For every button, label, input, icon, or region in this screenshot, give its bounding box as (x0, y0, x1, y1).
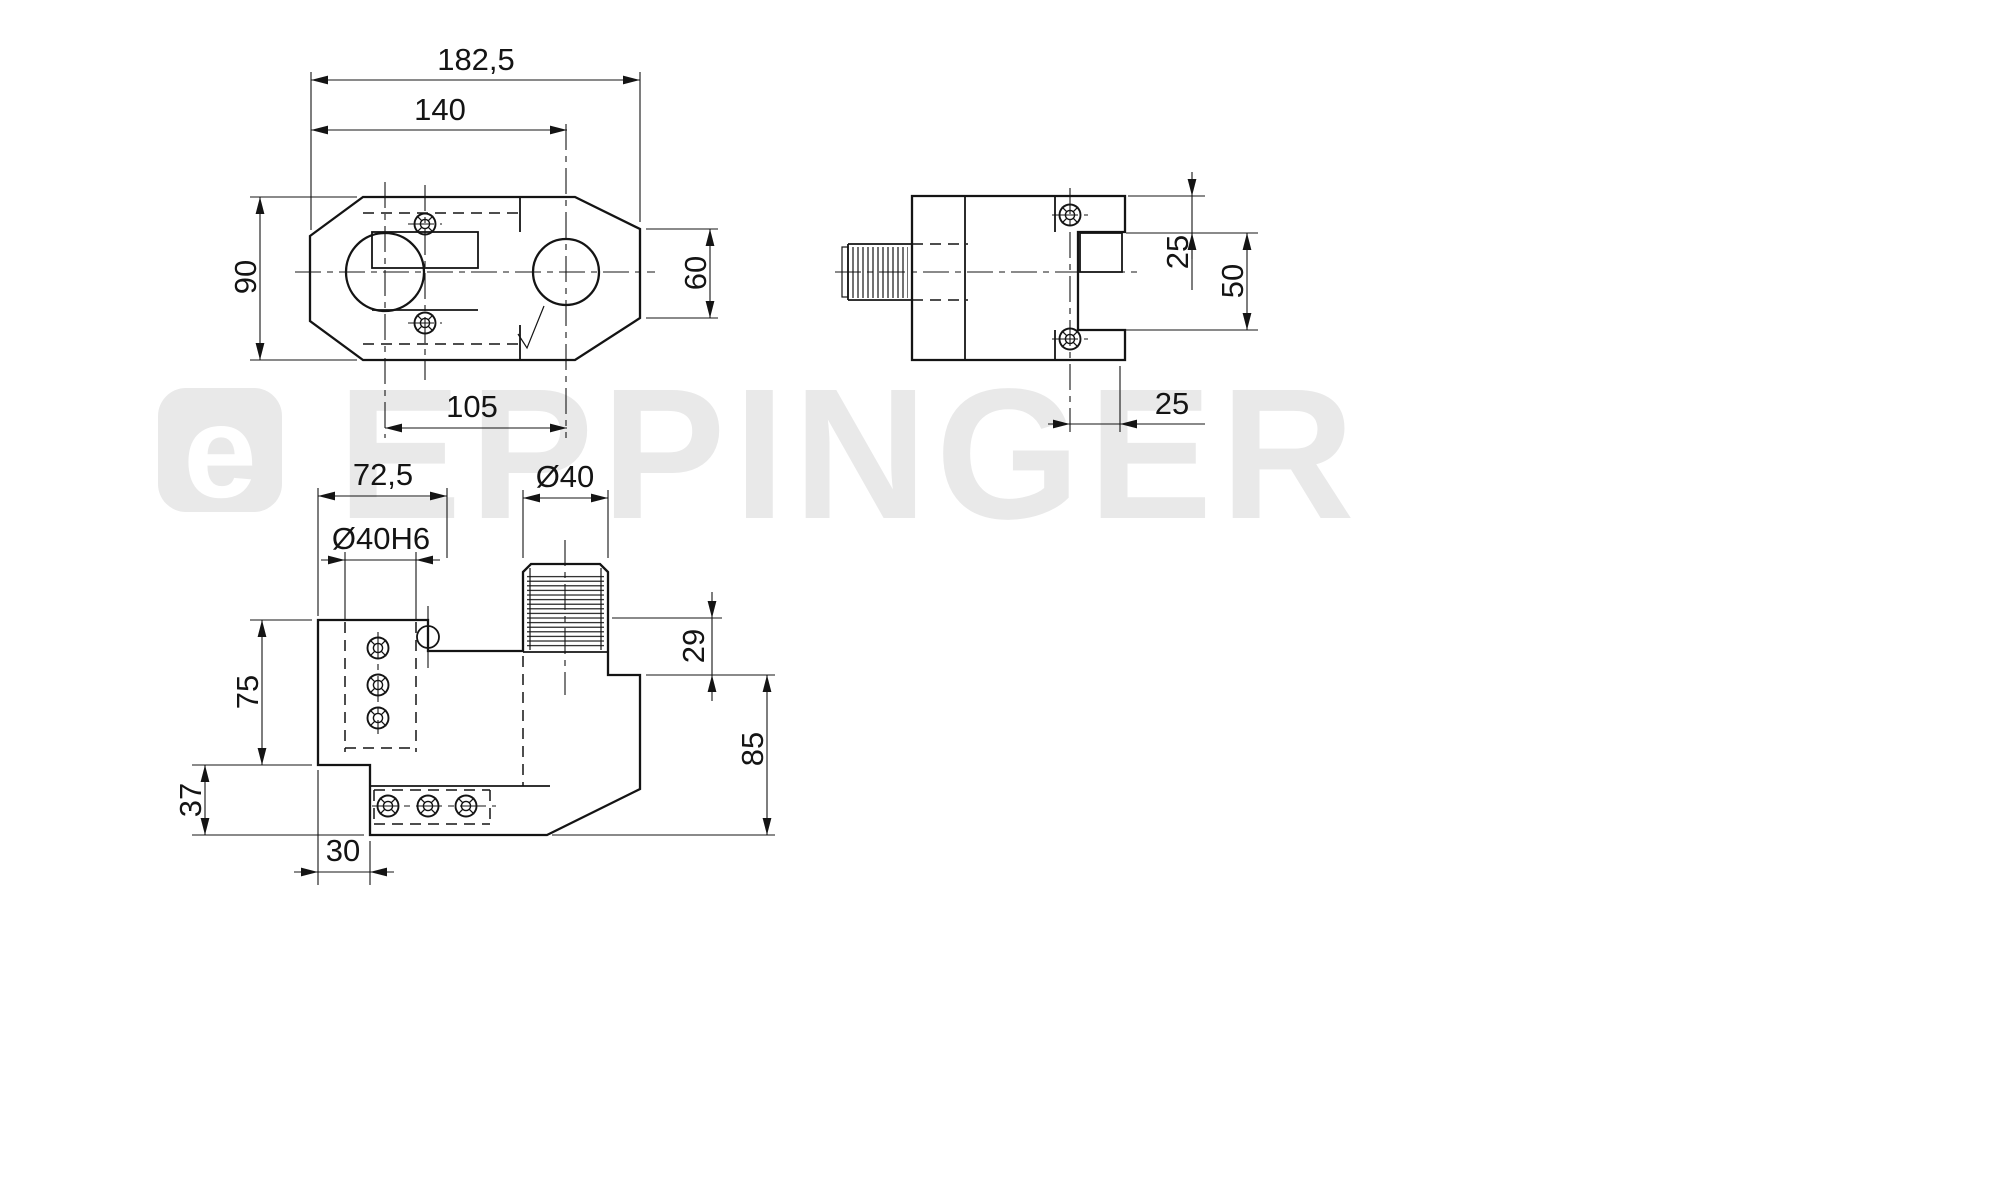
dim-label: 72,5 (353, 457, 413, 492)
dim-upper-height: 75 (192, 619, 312, 766)
side-view: 25 50 25 (835, 172, 1258, 432)
dim-body-width: 140 (311, 92, 567, 135)
top-view-outline (308, 195, 642, 362)
dim-screw-offset: 25 (1048, 366, 1205, 432)
dim-right-height: 85 (552, 675, 775, 836)
dim-bore-offset: 72,5 (317, 457, 448, 616)
dim-lower-height: 37 (173, 765, 364, 836)
dim-right-height: 60 (646, 228, 718, 319)
dim-slot-height: 50 (1126, 233, 1258, 331)
dim-block-height: 25 (1126, 172, 1258, 290)
dim-label: 75 (230, 675, 265, 709)
front-view-hidden-edges (344, 622, 524, 825)
dim-base-offset: 30 (294, 770, 394, 885)
surface-finish-icon (517, 305, 545, 350)
side-view-center-lines (835, 188, 1140, 432)
front-view-center-lines (372, 540, 566, 807)
dim-label: 140 (414, 92, 466, 127)
dim-label: 50 (1215, 264, 1250, 298)
dim-label: 25 (1155, 386, 1189, 421)
watermark: e EPPINGER (158, 351, 1362, 558)
dim-bore-diameter: Ø40H6 (321, 521, 440, 620)
top-view: 182,5 140 90 60 105 (228, 42, 718, 438)
dim-label: 105 (446, 389, 498, 424)
dim-overall-height: 90 (228, 196, 357, 361)
dim-label: Ø40H6 (332, 521, 430, 556)
side-view-outline (910, 194, 1127, 362)
dim-label: 29 (676, 629, 711, 663)
dim-label: 37 (173, 783, 208, 817)
top-view-hidden-edges (363, 212, 520, 345)
watermark-logo-letter: e (183, 378, 256, 525)
dim-label: 90 (228, 260, 263, 294)
dim-overall-width: 182,5 (310, 42, 641, 230)
dim-label: 25 (1160, 235, 1195, 269)
dim-label: 182,5 (437, 42, 515, 77)
dim-label: 60 (678, 256, 713, 290)
front-view-outline (316, 562, 642, 837)
dim-shank-diameter: Ø40 (522, 459, 609, 558)
dim-label: Ø40 (536, 459, 595, 494)
dim-label: 30 (326, 833, 360, 868)
front-view: 72,5 Ø40 Ø40H6 75 37 (173, 457, 775, 885)
top-view-center-lines (295, 124, 655, 438)
watermark-text: EPPINGER (337, 351, 1362, 558)
watermark-logo (158, 388, 282, 512)
dim-center-distance: 105 (385, 389, 567, 433)
dim-shoulder-depth: 29 (612, 592, 775, 701)
dim-label: 85 (735, 732, 770, 766)
